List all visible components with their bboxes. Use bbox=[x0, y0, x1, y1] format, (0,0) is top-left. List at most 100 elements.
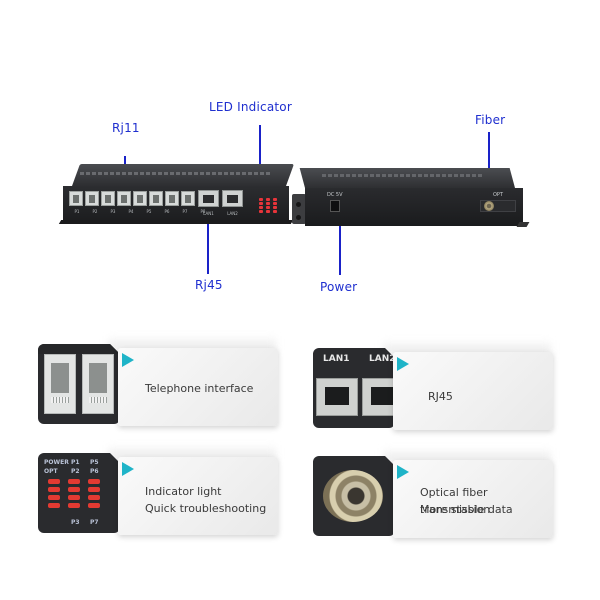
callout-power: Power bbox=[320, 280, 358, 294]
card-description-panel: RJ45 bbox=[393, 352, 553, 430]
rj11-port-row bbox=[69, 191, 195, 206]
fiber-connector bbox=[484, 201, 494, 211]
rj11-port bbox=[149, 191, 163, 206]
led-light bbox=[68, 479, 80, 484]
led-light bbox=[259, 206, 263, 209]
rj11-port bbox=[165, 191, 179, 206]
card-text-line: RJ45 bbox=[428, 390, 453, 403]
fiber-closeup-photo bbox=[313, 456, 395, 536]
rear-unit-top-print bbox=[322, 174, 482, 177]
led-label: OPT bbox=[44, 468, 58, 475]
rj11-port-label: P2 bbox=[92, 209, 98, 214]
rj11-port-label: P7 bbox=[182, 209, 188, 214]
play-arrow-icon bbox=[122, 462, 134, 476]
led-light bbox=[68, 487, 80, 492]
led-light bbox=[68, 503, 80, 508]
front-unit-top-cover bbox=[72, 164, 295, 186]
rj45-jack-closeup bbox=[362, 378, 395, 416]
rj45-closeup-photo: LAN1 LAN2 bbox=[313, 348, 395, 428]
led-light bbox=[259, 210, 263, 213]
led-label: P2 bbox=[71, 468, 80, 475]
rj11-port-label: P5 bbox=[146, 209, 152, 214]
rear-unit-foot bbox=[516, 222, 530, 227]
feature-card-telephone: Telephone interface bbox=[38, 336, 283, 434]
rj45-port-label: LAN2 bbox=[227, 211, 238, 216]
rj45-port-label: LAN1 bbox=[203, 211, 214, 216]
play-arrow-icon bbox=[397, 465, 409, 479]
front-unit-base bbox=[58, 220, 294, 224]
rj45-port bbox=[198, 190, 219, 207]
rj45-jack-closeup bbox=[316, 378, 358, 416]
rj11-port bbox=[69, 191, 83, 206]
card-text-line: Quick troubleshooting bbox=[145, 502, 267, 515]
rj11-closeup-photo bbox=[38, 344, 120, 424]
card-text-line: More stable data bbox=[420, 503, 513, 516]
rj11-jack-closeup bbox=[44, 354, 76, 414]
rj45-port-labels: LAN1 LAN2 bbox=[198, 211, 243, 216]
play-arrow-icon bbox=[122, 353, 134, 367]
led-label: POWER bbox=[44, 459, 69, 466]
led-light bbox=[48, 479, 60, 484]
rj11-jack-closeup bbox=[82, 354, 114, 414]
led-label: P5 bbox=[90, 459, 99, 466]
rj11-port-label: P1 bbox=[74, 209, 80, 214]
led-indicator-block bbox=[257, 190, 281, 220]
led-light bbox=[273, 202, 277, 205]
led-light bbox=[266, 206, 270, 209]
callout-line-power bbox=[339, 223, 341, 275]
callout-line-rj45 bbox=[207, 224, 209, 274]
callout-fiber: Fiber bbox=[475, 113, 506, 127]
card-description-panel: Optical fiber transmission More stable d… bbox=[393, 460, 553, 538]
card-text-line: Telephone interface bbox=[145, 382, 254, 395]
callout-rj11: Rj11 bbox=[112, 121, 140, 135]
rj11-port-label: P6 bbox=[164, 209, 170, 214]
led-light bbox=[259, 198, 263, 201]
callout-rj45: Rj45 bbox=[195, 278, 223, 292]
led-closeup-photo: POWER P1 P5 OPT P2 P6 P3 P7 bbox=[38, 453, 120, 533]
card-shadow bbox=[383, 340, 551, 354]
card-text-line: Optical fiber transmission bbox=[420, 486, 491, 516]
led-light bbox=[266, 198, 270, 201]
mounting-bracket bbox=[292, 198, 306, 224]
card-description-panel: Indicator light Quick troubleshooting bbox=[118, 457, 278, 535]
led-label: P1 bbox=[71, 459, 80, 466]
led-light bbox=[88, 487, 100, 492]
photo-frame bbox=[38, 344, 120, 354]
feature-card-indicator: POWER P1 P5 OPT P2 P6 P3 P7 Indicator li… bbox=[38, 445, 283, 543]
led-light bbox=[48, 495, 60, 500]
fiber-port-label: OPT bbox=[493, 192, 504, 198]
feature-card-fiber: Optical fiber transmission More stable d… bbox=[313, 448, 558, 546]
led-light bbox=[48, 487, 60, 492]
rear-unit-panel: DC 5V OPT bbox=[305, 188, 523, 226]
rj11-port-labels: P1 P2 P3 P4 P5 P6 P7 P8 bbox=[69, 209, 211, 214]
lan-label: LAN2 bbox=[369, 354, 395, 364]
rj11-port bbox=[181, 191, 195, 206]
led-label: P3 bbox=[71, 519, 80, 526]
led-label: P7 bbox=[90, 519, 99, 526]
led-light bbox=[48, 503, 60, 508]
power-jack bbox=[330, 200, 340, 212]
card-shadow bbox=[108, 336, 276, 350]
power-port-label: DC 5V bbox=[327, 192, 343, 198]
rj11-port-label: P4 bbox=[128, 209, 134, 214]
play-arrow-icon bbox=[397, 357, 409, 371]
rj11-port bbox=[117, 191, 131, 206]
led-light bbox=[88, 495, 100, 500]
rj45-port-row bbox=[198, 190, 243, 207]
rj11-port bbox=[133, 191, 147, 206]
led-light bbox=[273, 210, 277, 213]
led-light bbox=[68, 495, 80, 500]
led-light bbox=[266, 210, 270, 213]
front-unit-device: P1 P2 P3 P4 P5 P6 P7 P8 LAN1 LAN2 bbox=[58, 164, 306, 230]
card-shadow bbox=[383, 448, 551, 462]
rear-unit-device: DC 5V OPT bbox=[292, 168, 530, 234]
callout-led-indicator: LED Indicator bbox=[209, 100, 292, 114]
led-light bbox=[88, 479, 100, 484]
led-light bbox=[88, 503, 100, 508]
rj11-port bbox=[101, 191, 115, 206]
rear-unit-top-cover bbox=[299, 168, 515, 188]
card-description-panel: Telephone interface bbox=[118, 348, 278, 426]
led-label: P6 bbox=[90, 468, 99, 475]
rj45-port bbox=[222, 190, 243, 207]
rj11-port-label: P3 bbox=[110, 209, 116, 214]
